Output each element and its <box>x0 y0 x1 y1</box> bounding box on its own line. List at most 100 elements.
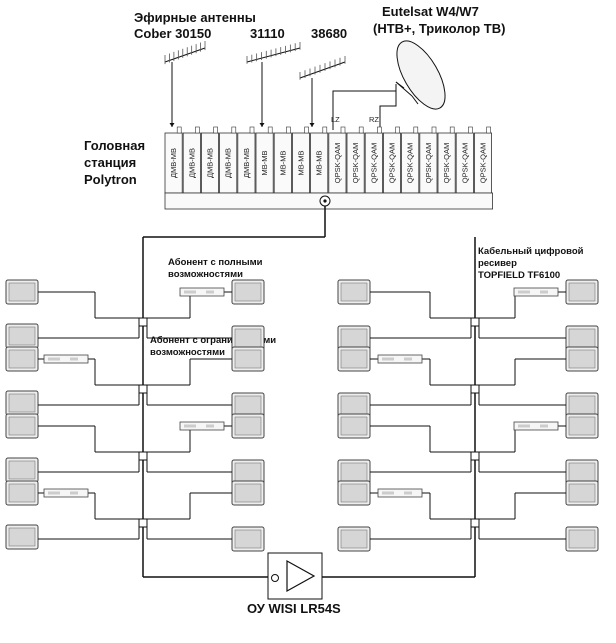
tv-screen <box>340 483 368 503</box>
receiver-display <box>518 290 530 294</box>
headend-module-label: ДМВ-МВ <box>242 148 251 178</box>
tv-set-icon <box>337 346 371 372</box>
tv-set-icon <box>337 325 371 351</box>
antenna-label-31110: 31110 <box>250 26 285 41</box>
tv-set-icon <box>231 480 265 506</box>
tv-screen <box>234 529 262 549</box>
tv-set-icon <box>231 459 265 485</box>
satellite-sublabel: (НТВ+, Триколор ТВ) <box>373 21 505 36</box>
headend-module-label: QPSK-QAM <box>351 143 360 183</box>
headend-label-1: Головная <box>84 138 145 153</box>
receiver-icon <box>43 488 89 498</box>
tap-off <box>138 384 148 394</box>
tv-set-icon <box>337 480 371 506</box>
receiver-panel <box>404 357 412 361</box>
tv-screen <box>568 349 596 369</box>
headend-label-2: станция <box>84 155 136 170</box>
receiver-panel <box>206 424 214 428</box>
tap-off <box>470 317 480 327</box>
module-connector <box>340 126 346 134</box>
receiver-label-2: ресивер <box>478 258 517 269</box>
receiver-body <box>513 421 559 431</box>
amplifier-input-icon <box>271 574 279 582</box>
receiver-display <box>48 357 60 361</box>
receiver-icon <box>179 287 225 297</box>
tv-screen <box>340 529 368 549</box>
tv-screen <box>8 416 36 436</box>
arrow-icon <box>309 123 315 127</box>
tv-screen <box>234 416 262 436</box>
receiver-icon <box>179 421 225 431</box>
antenna-31110-icon <box>246 42 301 64</box>
tv-set-icon <box>565 279 599 305</box>
tv-screen <box>340 395 368 415</box>
tv-set-icon <box>565 413 599 439</box>
tap-off <box>470 451 480 461</box>
tv-screen <box>340 462 368 482</box>
antenna-boom <box>164 47 206 63</box>
antenna-label-38680: 38680 <box>311 26 347 41</box>
tv-screen <box>568 529 596 549</box>
tv-screen <box>8 326 36 346</box>
receiver-label-1: Кабельный цифровой <box>478 246 584 257</box>
tv-screen <box>568 395 596 415</box>
receiver-body <box>377 488 423 498</box>
tv-set-icon <box>337 279 371 305</box>
headend-module-label: МВ-МВ <box>278 151 287 176</box>
tv-screen <box>8 282 36 302</box>
module-connector <box>286 126 291 134</box>
tv-set-icon <box>5 346 39 372</box>
headend-output-pin <box>323 199 327 203</box>
tv-screen <box>8 349 36 369</box>
tv-screen <box>340 349 368 369</box>
module-connector <box>176 126 182 134</box>
module-connector <box>449 126 455 134</box>
lnb-feed-lines <box>332 84 397 130</box>
tv-set-icon <box>231 392 265 418</box>
tv-screen <box>568 462 596 482</box>
module-connector <box>267 126 273 134</box>
full-subscriber-label-1: Абонент с полными <box>168 257 263 268</box>
tv-set-icon <box>231 325 265 351</box>
tv-set-icon <box>337 392 371 418</box>
tv-screen <box>8 460 36 480</box>
tv-set-icon <box>565 346 599 372</box>
receiver-icon <box>43 354 89 364</box>
module-connector <box>431 126 437 134</box>
module-connector <box>231 126 237 134</box>
module-connector <box>395 126 400 134</box>
tv-screen <box>8 393 36 413</box>
full-subscriber-label-2: возможностями <box>168 269 243 280</box>
headend-module-label: QPSK-QAM <box>369 143 378 183</box>
module-connector <box>213 126 218 134</box>
tv-screen <box>568 483 596 503</box>
lnb-label-lz: LZ <box>331 115 340 124</box>
tv-screen <box>568 416 596 436</box>
receiver-panel <box>540 424 548 428</box>
tv-set-icon <box>5 524 39 550</box>
receiver-body <box>43 354 89 364</box>
headend-module-label: МВ-МВ <box>260 151 269 176</box>
headend-label-3: Polytron <box>84 172 137 187</box>
receiver-body <box>179 421 225 431</box>
tv-set-icon <box>5 457 39 483</box>
receiver-display <box>48 491 60 495</box>
tv-screen <box>340 282 368 302</box>
tv-screen <box>340 416 368 436</box>
module-connector <box>322 126 328 134</box>
receiver-label-3: TOPFIELD TF6100 <box>478 270 560 281</box>
receiver-icon <box>377 354 423 364</box>
tap-off <box>138 451 148 461</box>
tv-set-icon <box>565 459 599 485</box>
headend-module-label: МВ-МВ <box>297 151 306 176</box>
limited-subscriber-label-2: возможностями <box>150 347 225 358</box>
module-connector <box>249 126 255 134</box>
lnb-label-rz: RZ <box>369 115 379 124</box>
receiver-icon <box>513 287 559 297</box>
tv-set-icon <box>565 526 599 552</box>
tv-set-icon <box>5 323 39 349</box>
tv-screen <box>568 328 596 348</box>
tap-off <box>470 518 480 528</box>
tv-set-icon <box>337 459 371 485</box>
